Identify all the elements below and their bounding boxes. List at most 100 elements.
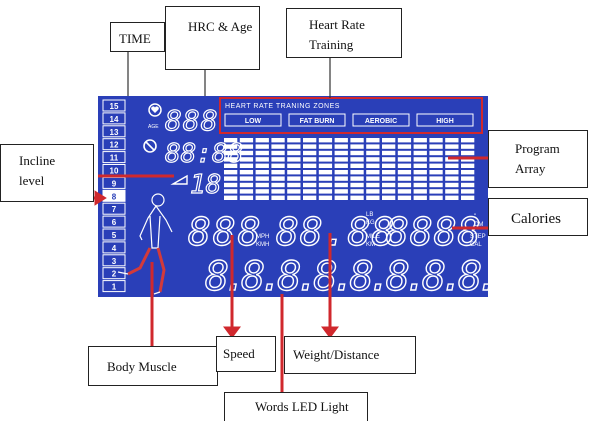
program-cell: [334, 182, 348, 188]
callout-body-muscle-text: Body Muscle: [107, 359, 177, 374]
hr-zone-0: LOW: [224, 113, 282, 127]
callout-calories: Calories: [488, 198, 588, 236]
program-cell: [413, 138, 427, 143]
muscle-thigh-left: [127, 247, 152, 276]
program-array: [224, 138, 475, 200]
program-cell: [255, 144, 269, 149]
muscle-thigh-right: [156, 247, 166, 293]
level-box-15: 15: [102, 99, 126, 112]
level-box-1: 1: [102, 280, 126, 293]
level-number: 8: [112, 192, 117, 201]
program-cell: [224, 157, 238, 162]
program-cell: [239, 163, 254, 168]
program-cell: [350, 163, 364, 168]
callout-program-array: Program Array: [488, 130, 588, 188]
program-cell: [239, 176, 254, 181]
program-cell: [224, 176, 238, 181]
program-cell: [318, 195, 333, 200]
program-cell: [303, 144, 317, 149]
program-cell: [397, 170, 412, 175]
program-cell: [271, 176, 285, 181]
program-cell: [397, 163, 412, 168]
level-box-10: 10: [102, 164, 126, 176]
program-cell: [445, 182, 459, 188]
level-box-14: 14: [102, 112, 126, 125]
program-cell: [287, 157, 301, 162]
program-cell: [397, 176, 412, 181]
callout-hrc-age-text: HRC & Age: [188, 19, 253, 34]
program-cell: [461, 150, 475, 156]
program-cell: [303, 150, 317, 156]
program-cell: [350, 176, 364, 181]
level-box-11: 11: [102, 151, 126, 164]
program-cell: [382, 176, 396, 181]
program-cell: [271, 157, 285, 162]
level-number: 4: [112, 244, 117, 253]
age-label: AGE: [148, 124, 159, 130]
callout-weight-distance: Weight/Distance: [284, 336, 416, 374]
program-cell: [382, 195, 396, 200]
program-cell: [382, 163, 396, 168]
program-cell: [287, 189, 301, 194]
program-cell: [445, 176, 459, 181]
program-cell: [366, 138, 380, 143]
callout-heart-rate-training: Heart Rate Training: [286, 8, 402, 58]
program-cell: [224, 163, 238, 168]
level-number: 11: [110, 154, 119, 163]
program-cell: [224, 189, 238, 194]
program-cell: [350, 170, 364, 175]
program-cell: [445, 138, 459, 143]
program-cell: [445, 195, 459, 200]
callout-program-line2: Array: [515, 160, 546, 176]
program-cell: [224, 150, 238, 156]
callout-incline-line2: level: [19, 172, 45, 188]
program-cell: [445, 189, 459, 194]
program-cell: [429, 157, 443, 162]
program-cell: [461, 170, 475, 175]
program-cell: [334, 176, 348, 181]
program-cell: [318, 189, 333, 194]
program-cell: [366, 176, 380, 181]
calories-digits: 8888: [386, 210, 482, 254]
program-cell: [350, 138, 364, 143]
program-cell: [366, 195, 380, 200]
unit-label: MILE: [366, 234, 380, 240]
program-cell: [382, 144, 396, 149]
program-cell: [334, 170, 348, 175]
program-cell: [318, 163, 333, 168]
program-cell: [239, 144, 254, 149]
level-number: 1: [112, 283, 117, 292]
program-cell: [382, 150, 396, 156]
age-digits-text: 888: [165, 104, 219, 137]
program-cell: [429, 189, 443, 194]
program-cell: [366, 163, 380, 168]
callout-words-led-text: Words LED Light: [255, 399, 349, 414]
program-cell: [366, 189, 380, 194]
callout-words-led: Words LED Light: [224, 392, 368, 421]
program-cell: [255, 170, 269, 175]
program-cell: [397, 157, 412, 162]
program-cell: [318, 176, 333, 181]
program-cell: [397, 182, 412, 188]
unit-label: ": [474, 214, 476, 220]
program-cell: [350, 157, 364, 162]
level-number: 2: [112, 270, 117, 279]
program-cell: [413, 150, 427, 156]
program-cell: [429, 163, 443, 168]
program-cell: [397, 138, 412, 143]
program-cell: [334, 150, 348, 156]
program-cell: [224, 144, 238, 149]
program-cell: [318, 144, 333, 149]
program-cell: [303, 195, 317, 200]
program-cell: [318, 157, 333, 162]
callout-calories-text: Calories: [511, 211, 561, 227]
program-cell: [334, 163, 348, 168]
program-cell: [303, 157, 317, 162]
program-cell: [224, 195, 238, 200]
program-cell: [350, 189, 364, 194]
hr-zone-3: HIGH: [416, 113, 474, 127]
level-box-7: 7: [102, 202, 126, 215]
